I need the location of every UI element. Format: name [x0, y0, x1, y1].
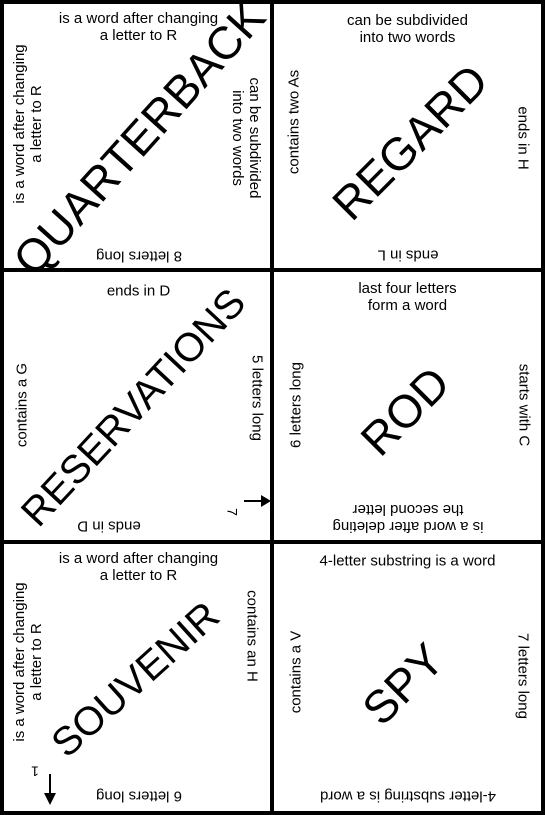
tile-word: SOUVENIR [42, 592, 228, 766]
tile-word: SPY [351, 632, 454, 735]
tile-reservations[interactable]: RESERVATIONS ends in D 5 letters long en… [0, 268, 277, 547]
clue-right: starts with C [515, 363, 532, 446]
clue-left: contains a G [13, 362, 30, 447]
tile-spy[interactable]: SPY 4-letter substring is a word 7 lette… [270, 540, 545, 815]
arrow-marker-number: 7 [224, 507, 240, 516]
clue-right: ends in H [514, 105, 531, 170]
tile-word: ROD [349, 355, 460, 466]
arrow-marker-number: 1 [30, 763, 39, 779]
arrow-down-icon [44, 774, 56, 805]
clue-left: 6 letters long [287, 361, 304, 448]
clue-bottom: 4-letter substring is a word [319, 787, 496, 804]
clue-right: 7 letters long [514, 632, 531, 719]
arrow-right-icon [244, 495, 271, 507]
clue-bottom: 8 letters long [95, 247, 182, 264]
clue-left: contains two As [285, 69, 302, 174]
clue-bottom: ends in D [76, 517, 141, 534]
clue-bottom: ends in L [377, 246, 438, 263]
clue-top: ends in D [106, 282, 171, 299]
clue-right: contains an H [243, 589, 260, 682]
tile-word: RESERVATIONS [12, 279, 254, 535]
clue-left: contains a V [287, 630, 304, 713]
clue-bottom: 6 letters long [95, 787, 182, 804]
clue-top: 4-letter substring is a word [319, 552, 496, 569]
clue-right: 5 letters long [248, 354, 265, 441]
tile-word: REGARD [321, 53, 498, 230]
